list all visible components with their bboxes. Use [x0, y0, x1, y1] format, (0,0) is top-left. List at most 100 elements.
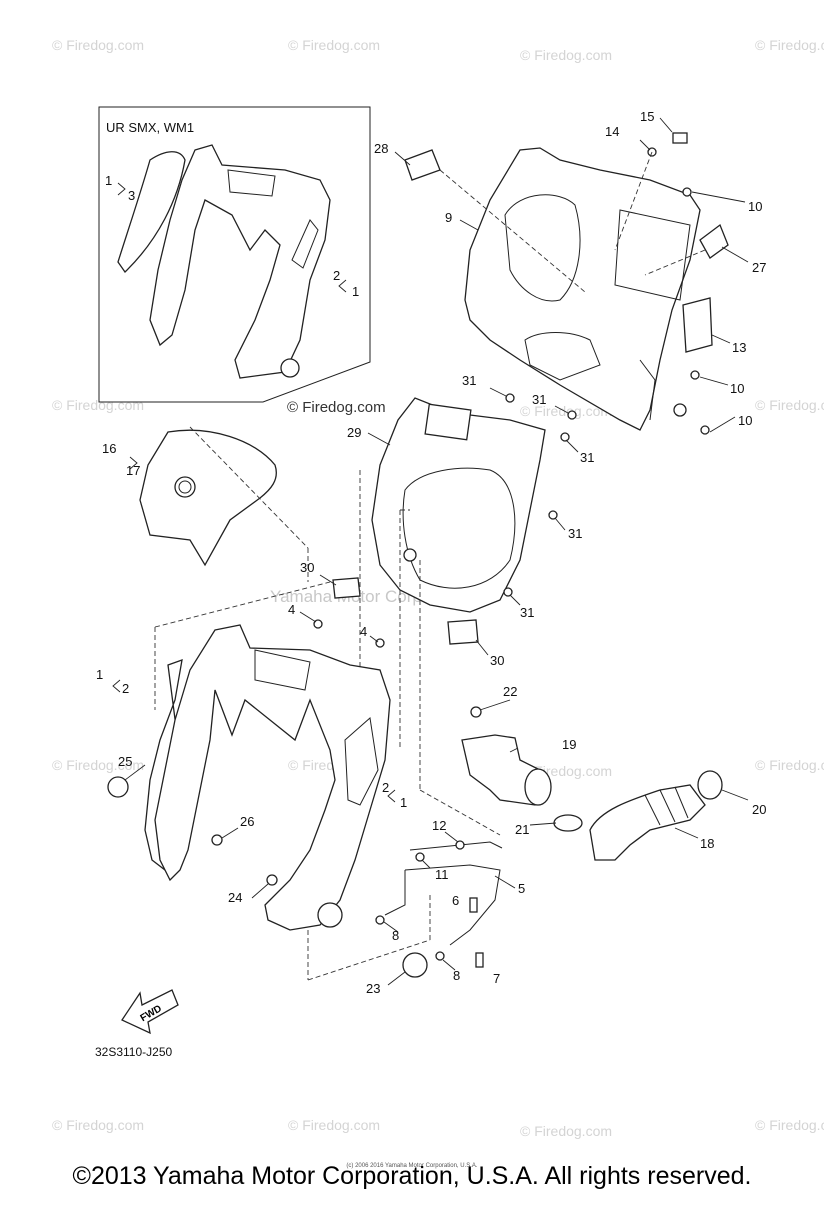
assembly-line: [307, 939, 431, 981]
leader-line: [387, 971, 406, 986]
watermark: © Firedog.com: [755, 757, 824, 773]
callout-label: 31: [520, 605, 534, 620]
callout-label: 12: [432, 818, 446, 833]
leader-line: [394, 151, 411, 166]
clamp-20: [697, 770, 723, 800]
leader-line: [711, 334, 731, 344]
callout-bracket: [387, 789, 396, 803]
inset-cover-detail: [291, 219, 319, 269]
leader-line: [459, 219, 479, 231]
assembly-line: [154, 581, 331, 628]
leader-line: [639, 139, 651, 151]
screw-icon: [415, 852, 425, 862]
screw-icon: [455, 840, 465, 850]
callout-bracket: [338, 279, 347, 293]
callout-label: 2: [382, 780, 389, 795]
front-cover: [107, 619, 391, 931]
leader-line: [494, 875, 516, 889]
front-top-panel: [139, 429, 277, 567]
callout-label: 24: [228, 890, 242, 905]
leader-line: [319, 574, 337, 586]
inner-panel-plate: [614, 209, 691, 301]
callout-label: 8: [453, 968, 460, 983]
leader-line: [509, 594, 521, 606]
callout-label: 21: [515, 822, 529, 837]
callout-label: 6: [452, 893, 459, 908]
leader-line: [659, 117, 673, 133]
callout-bracket: [112, 679, 121, 693]
leader-line: [554, 405, 569, 414]
leader-line: [251, 883, 269, 899]
leader-line: [529, 822, 557, 826]
watermark: © Firedog.com: [52, 397, 144, 413]
callout-label: 2: [122, 681, 129, 696]
cap-23: [402, 952, 428, 978]
callout-brackets: [112, 182, 396, 803]
callout-label: 31: [568, 526, 582, 541]
callout-label: 4: [360, 624, 367, 639]
inset-decal: [117, 151, 186, 273]
bracket-frame: [384, 864, 501, 946]
callout-bracket: [117, 182, 126, 196]
leader-line: [369, 635, 379, 643]
watermark: © Firedog.com: [755, 37, 824, 53]
pad-30: [447, 619, 479, 645]
callout-label: 2: [333, 268, 340, 283]
bolt-icon: [470, 706, 482, 718]
washer-icon: [435, 951, 445, 961]
watermark: © Firedog.com: [520, 403, 612, 419]
leader-line: [509, 747, 519, 753]
inner-panel-edge: [639, 359, 656, 421]
callout-label: 4: [288, 602, 295, 617]
stud-6: [469, 897, 478, 913]
screw-icon: [375, 638, 385, 648]
callout-label: 29: [347, 425, 361, 440]
assembly-line: [419, 789, 501, 836]
callout-label: 9: [445, 210, 452, 225]
callout-label: 23: [366, 981, 380, 996]
inner-panel: [464, 147, 701, 431]
callout-label: 17: [126, 463, 140, 478]
watermark: © Firedog.com: [520, 1123, 612, 1139]
inner-panel-opening: [504, 194, 581, 302]
inner-panel-upper: [404, 132, 729, 435]
duct-19-mouth: [524, 768, 552, 806]
callout-label: 11: [435, 867, 449, 882]
inset-grommet: [280, 358, 300, 378]
inset-variant-box: UR SMX, WM1: [98, 106, 371, 403]
pad-13: [682, 297, 713, 353]
callout-label: 31: [462, 373, 476, 388]
callout-label: 30: [300, 560, 314, 575]
bracket-5: [375, 840, 503, 978]
leader-line: [691, 191, 746, 203]
callout-label: 10: [738, 413, 752, 428]
cover-grommet: [317, 902, 343, 928]
leader-line: [475, 639, 489, 656]
callout-bracket: [129, 456, 138, 470]
leader-line: [383, 921, 399, 933]
callout-label: 19: [562, 737, 576, 752]
screw-icon: [560, 432, 570, 442]
callout-label: 31: [580, 450, 594, 465]
callout-label: 26: [240, 814, 254, 829]
callout-label: 14: [605, 124, 619, 139]
washer-icon: [375, 915, 385, 925]
leader-line: [479, 699, 511, 711]
callout-label: 3: [128, 188, 135, 203]
leader-line: [444, 831, 459, 843]
bracket-bar: [409, 841, 503, 851]
inset-frame: [98, 106, 371, 403]
screw-icon: [505, 393, 515, 403]
assembly-line: [644, 249, 706, 276]
fwd-arrow: FWD: [121, 989, 179, 1035]
inner-panel-recess: [524, 332, 601, 381]
leader-line: [367, 432, 391, 446]
callout-label: 25: [118, 754, 132, 769]
duct-18: [589, 784, 706, 861]
leader-line: [489, 387, 507, 397]
inner-panel-hole: [673, 403, 687, 417]
fwd-arrow-icon: [121, 989, 179, 1035]
label-27: [699, 223, 729, 259]
